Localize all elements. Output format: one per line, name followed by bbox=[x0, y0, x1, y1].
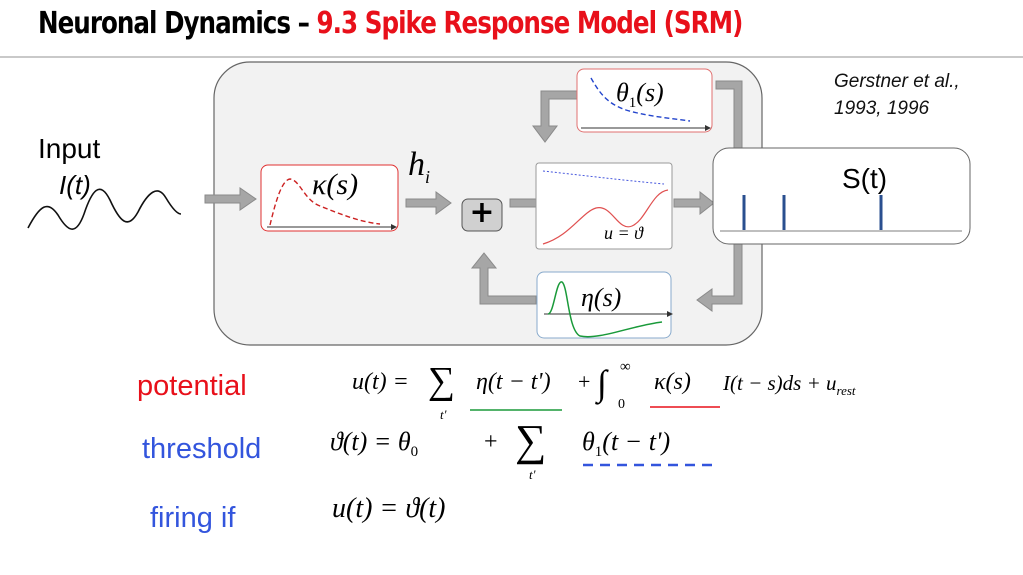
title-subtitle: 9.3 Spike Response Model (SRM) bbox=[316, 6, 744, 41]
arrow-input-to-kappa bbox=[204, 187, 257, 211]
eta-block bbox=[536, 271, 672, 339]
theta1-symbol: θ bbox=[616, 78, 629, 107]
arrow-eta-to-sum bbox=[470, 252, 537, 305]
title-main: Neuronal Dynamics – bbox=[38, 6, 317, 41]
citation: Gerstner et al., 1993, 1996 bbox=[834, 68, 960, 122]
theta1-subscript: 1 bbox=[628, 95, 637, 112]
input-signal-label: I(t) bbox=[59, 170, 91, 200]
input-label: Input bbox=[38, 133, 101, 164]
threshold-theta1-symbol: θ bbox=[582, 427, 595, 456]
threshold-lhs-text: ϑ(t) = θ bbox=[330, 427, 411, 456]
output-spike-train-label: S(t) bbox=[842, 163, 888, 194]
arrow-output-to-eta bbox=[696, 242, 743, 312]
potential-input-term: I(t − s)ds + urest bbox=[723, 371, 856, 399]
theta1-block bbox=[576, 68, 713, 133]
slide-title: Neuronal Dynamics – 9.3 Spike Response M… bbox=[38, 4, 744, 44]
theta1-term-subscript: 1 bbox=[594, 444, 603, 461]
potential-integral-sign: ∫ bbox=[597, 363, 607, 403]
threshold-block bbox=[535, 162, 673, 250]
potential-plus: + bbox=[578, 369, 591, 394]
h-input-potential-label: hi bbox=[408, 146, 430, 188]
threshold-sum-index: t' bbox=[529, 467, 536, 482]
kappa-symbol: κ bbox=[312, 168, 327, 201]
potential-equation-lhs: u(t) = bbox=[352, 369, 409, 395]
potential-sum-index: t' bbox=[440, 407, 447, 422]
potential-label: potential bbox=[137, 370, 247, 402]
eta-label: η(s) bbox=[581, 283, 621, 313]
arrow-kappa-to-sum bbox=[405, 191, 452, 215]
threshold-dotted-curve bbox=[542, 170, 665, 185]
firing-equation: u(t) = ϑ(t) bbox=[332, 493, 446, 524]
potential-response-curve bbox=[542, 189, 669, 245]
threshold-theta1-arg: (t − t') bbox=[602, 427, 671, 456]
output-block bbox=[712, 147, 971, 245]
citation-line-1: Gerstner et al., bbox=[834, 71, 960, 92]
theta1-kernel-curve bbox=[590, 77, 691, 122]
firing-condition-label: firing if bbox=[150, 502, 236, 534]
threshold-label: threshold bbox=[142, 433, 262, 465]
threshold-theta1-term: θ1(t − t') bbox=[582, 427, 670, 461]
theta0-subscript: 0 bbox=[410, 444, 419, 461]
citation-line-2: 1993, 1996 bbox=[834, 98, 930, 119]
kappa-label: κ(s) bbox=[312, 168, 358, 202]
potential-kappa-term: κ(s) bbox=[654, 369, 691, 395]
title-divider bbox=[0, 56, 1023, 58]
potential-eta-term: η(t − t') bbox=[476, 369, 551, 395]
potential-input-text: I(t − s)ds + u bbox=[723, 371, 837, 395]
integral-lower-limit: 0 bbox=[618, 397, 625, 412]
threshold-plus: + bbox=[484, 429, 498, 455]
input-signal-curve bbox=[27, 188, 182, 230]
arrow-threshold-to-output bbox=[673, 190, 715, 216]
threshold-equation-lhs: ϑ(t) = θ0 bbox=[330, 427, 418, 461]
h-subscript: i bbox=[425, 166, 431, 187]
eta-symbol: η bbox=[581, 283, 594, 312]
theta1-arg: (s) bbox=[636, 78, 664, 107]
u-rest-subscript: rest bbox=[836, 383, 856, 399]
h-symbol: h bbox=[408, 146, 425, 183]
potential-sum-sign: ∑ bbox=[428, 360, 456, 402]
kappa-arg: (s) bbox=[326, 168, 359, 201]
integral-upper-limit: ∞ bbox=[620, 359, 631, 375]
eta-kernel-curve bbox=[547, 281, 663, 338]
theta1-label: θ1(s) bbox=[616, 78, 664, 112]
kappa-kernel-curve bbox=[269, 178, 381, 226]
sum-symbol: + bbox=[469, 195, 495, 230]
sum-block bbox=[461, 198, 503, 232]
threshold-sum-sign: ∑ bbox=[515, 416, 547, 465]
eta-arg: (s) bbox=[593, 283, 622, 312]
threshold-condition: u = ϑ bbox=[604, 223, 643, 243]
